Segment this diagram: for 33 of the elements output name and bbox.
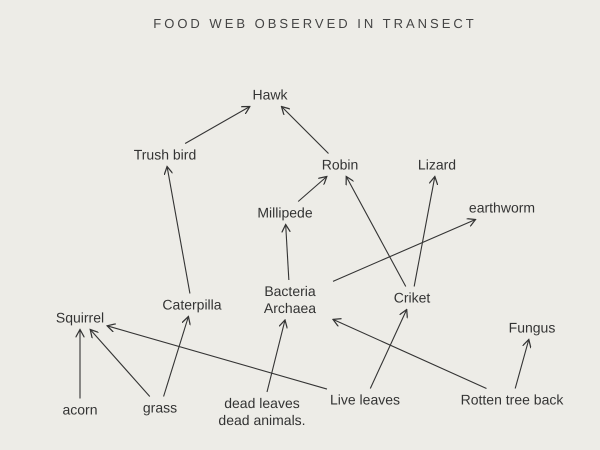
- arrow: [370, 308, 408, 389]
- arrow: [90, 328, 150, 397]
- species-label: Criket: [394, 290, 430, 306]
- arrow: [280, 106, 329, 154]
- species-label: Live leaves: [330, 392, 400, 408]
- arrow: [414, 176, 438, 287]
- arrow: [346, 176, 406, 287]
- species-label: Robin: [322, 156, 358, 174]
- species-label: Caterpilla: [162, 296, 222, 314]
- arrow: [332, 218, 476, 282]
- species-label: Trush bird: [134, 146, 196, 164]
- diagram-title: FOOD WEB OBSERVED IN TRANSECT: [152, 15, 478, 33]
- species-label: Hawk: [252, 86, 288, 104]
- species-label: grass: [142, 400, 178, 416]
- arrow: [184, 106, 250, 144]
- species-label: Rotten tree back: [460, 392, 564, 408]
- arrow: [514, 338, 532, 389]
- arrow: [106, 323, 328, 390]
- arrow: [164, 166, 190, 294]
- arrow: [332, 318, 487, 389]
- arrow: [163, 316, 191, 397]
- arrow: [281, 224, 292, 280]
- species-label: earthworm: [468, 200, 536, 216]
- species-label: dead leaves dead animals.: [212, 395, 312, 429]
- species-label: Millipede: [257, 204, 313, 222]
- species-label: Squirrel: [56, 310, 104, 326]
- species-label: Bacteria Archaea: [250, 283, 330, 317]
- arrow: [298, 176, 328, 202]
- arrow: [266, 319, 288, 392]
- species-label: acorn: [62, 402, 98, 418]
- species-label: Fungus: [508, 320, 556, 336]
- species-label: Lizard: [418, 156, 456, 174]
- arrow: [74, 328, 86, 398]
